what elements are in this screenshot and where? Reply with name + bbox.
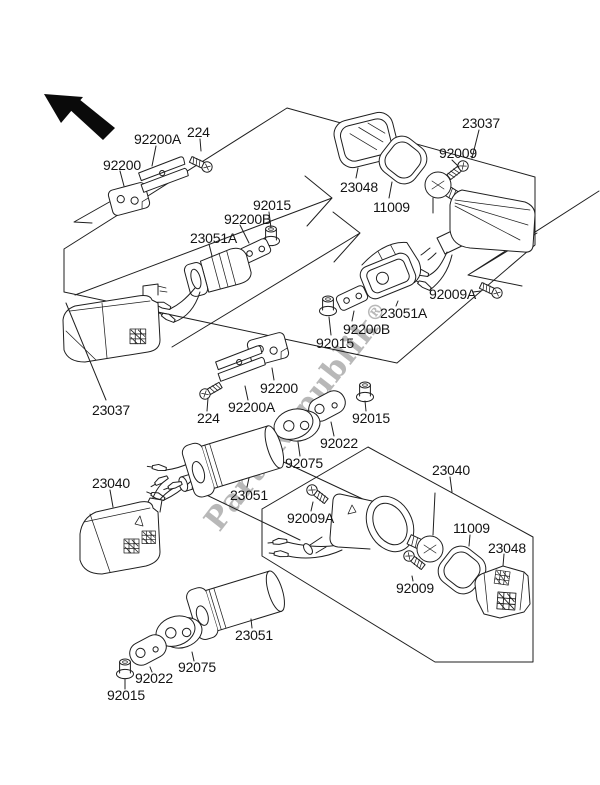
part-label-92075-bot: 92075	[178, 659, 216, 675]
part-label-23040-right: 23040	[432, 462, 470, 478]
part-label-23051-bot: 23051	[235, 627, 273, 643]
lamp-23051a-right	[359, 241, 422, 300]
screw-92009-rear	[445, 158, 471, 182]
lens-23037-left	[62, 283, 168, 363]
reference-line-1	[191, 487, 301, 541]
part-label-92200a-top: 92200A	[134, 131, 182, 147]
part-label-92200a-mid: 92200A	[228, 399, 276, 415]
nut-92015-bot	[116, 658, 134, 680]
lamp-body-23051-bot	[182, 570, 285, 640]
assembly-arrow-1	[74, 175, 333, 296]
part-label-23040-left: 23040	[92, 475, 130, 491]
part-label-92009a-bot: 92009A	[287, 510, 335, 526]
part-label-92015-right: 92015	[316, 335, 354, 351]
part-label-23048-bot: 23048	[488, 540, 526, 556]
screw-224-mid	[197, 379, 224, 402]
screw-92009a-front	[304, 482, 330, 506]
leader-tail-line	[73, 195, 121, 224]
leader-lines	[65, 129, 505, 690]
part-label-23037-right: 23037	[462, 115, 500, 131]
part-label-92009a-top: 92009A	[429, 286, 477, 302]
part-label-224-mid: 224	[197, 410, 220, 426]
lamp-body-23051-mid	[145, 425, 285, 502]
part-label-23051-mid: 23051	[230, 487, 268, 503]
orientation-arrow-icon	[44, 94, 115, 140]
part-label-23051a-right: 23051A	[380, 305, 428, 321]
part-label-11009-top: 11009	[373, 199, 410, 215]
lamp-housing-front	[267, 493, 415, 559]
part-label-92075-mid: 92075	[285, 455, 323, 471]
part-label-92022-bot: 92022	[135, 670, 173, 686]
panel-frame-rear	[63, 107, 536, 364]
part-label-23051a-left: 23051A	[190, 230, 238, 246]
part-label-92015-bot: 92015	[107, 687, 145, 703]
part-label-92015-mid: 92015	[352, 410, 390, 426]
part-label-92200b-right: 92200B	[343, 321, 390, 337]
nut-92015-right	[319, 295, 337, 317]
part-label-11009-bot: 11009	[453, 520, 490, 536]
clamp-92200a-top	[136, 155, 191, 194]
screw-224-top	[187, 154, 215, 175]
bracket-92200b-right	[334, 283, 370, 313]
part-label-92200-mid: 92200	[260, 380, 298, 396]
lamp-23051a-left	[150, 247, 252, 324]
part-label-224-top: 224	[187, 124, 210, 140]
nut-92015-mid	[356, 381, 374, 403]
clamp-92200a-mid	[213, 344, 268, 383]
lens-23048-front	[474, 565, 531, 619]
panel-frame-front	[261, 446, 534, 663]
part-label-23048-top: 23048	[340, 179, 378, 195]
part-label-92200-top: 92200	[103, 157, 141, 173]
part-label-92015-top: 92015	[253, 197, 291, 213]
assembly-arrow-2	[171, 211, 361, 348]
part-label-23037-left: 23037	[92, 402, 130, 418]
lens-23040-left	[79, 473, 184, 575]
part-label-92009-top: 92009	[439, 145, 477, 161]
lamp-housing-rear	[408, 189, 536, 292]
part-label-92022-mid: 92022	[320, 435, 358, 451]
part-label-92200b-top: 92200B	[224, 211, 271, 227]
bulb-front	[406, 534, 444, 563]
part-label-92009-bot: 92009	[396, 580, 434, 596]
